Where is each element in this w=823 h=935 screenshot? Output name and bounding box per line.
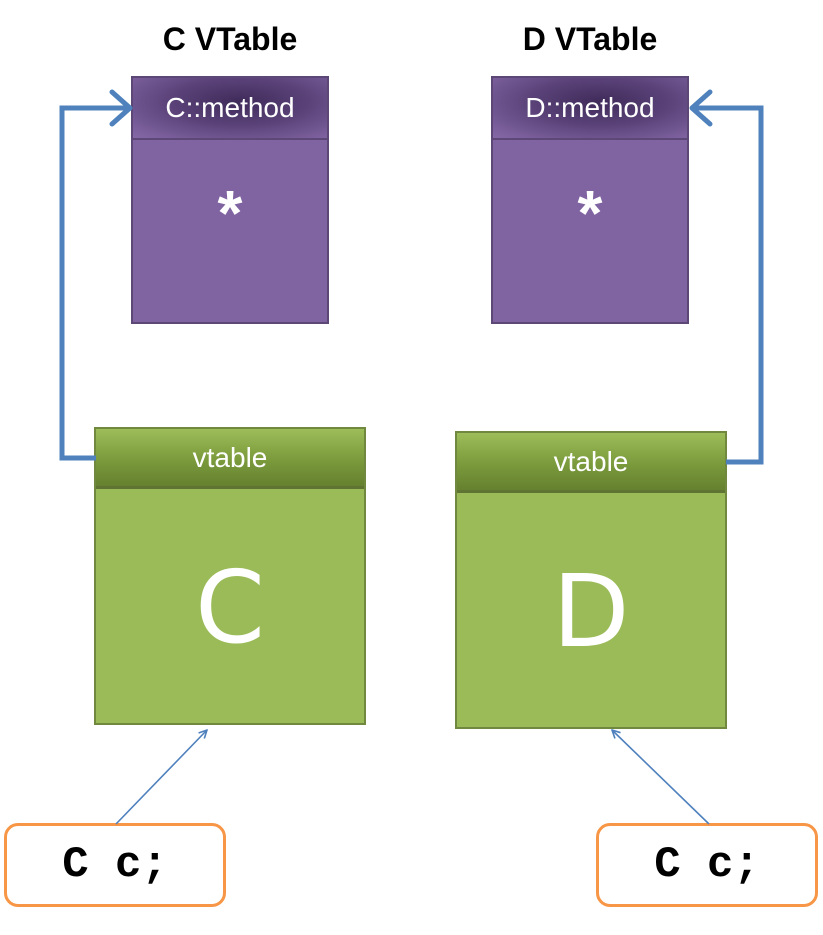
c-vtable-pointer-arrow	[59, 89, 133, 461]
c-vtable: C::method *	[131, 76, 329, 324]
c-object: vtable C	[94, 427, 366, 725]
c-declaration-arrow	[115, 730, 207, 825]
d-declaration-box: C c;	[596, 823, 818, 907]
d-vtable-title: D VTable	[522, 21, 658, 57]
d-object-class-letter: D	[552, 553, 630, 670]
c-declaration-box: C c;	[4, 823, 226, 907]
c-vtable-method-slot: C::method	[133, 78, 327, 140]
d-object-vtable-slot: vtable	[457, 433, 725, 493]
c-vtable-pointer-symbol: *	[217, 177, 243, 249]
c-vtable-title: C VTable	[162, 21, 298, 57]
d-vtable: D::method *	[491, 76, 689, 324]
d-object: vtable D	[455, 431, 727, 729]
c-object-vtable-slot: vtable	[96, 429, 364, 489]
d-vtable-pointer-symbol: *	[577, 177, 603, 249]
d-vtable-pointer-arrow	[689, 89, 764, 465]
d-declaration-arrow	[612, 730, 710, 825]
d-vtable-method-slot: D::method	[493, 78, 687, 140]
c-object-class-letter: C	[195, 549, 265, 666]
